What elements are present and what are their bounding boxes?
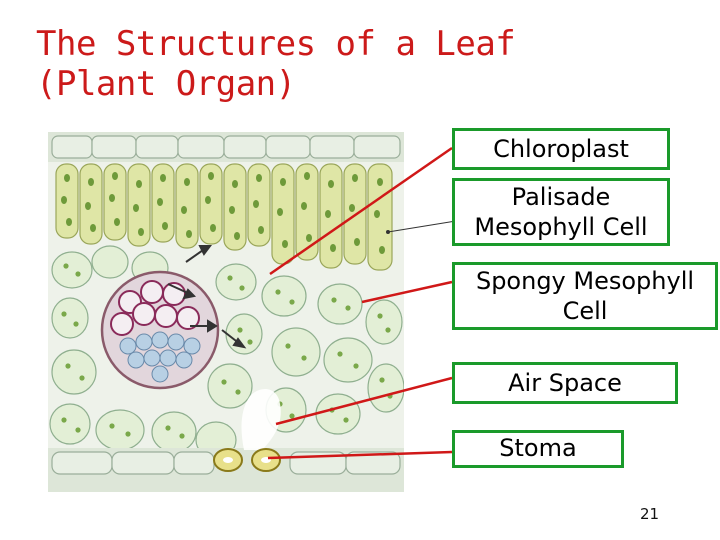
spongy-mesophyll-label: Spongy Mesophyll Cell — [452, 262, 718, 330]
chloroplast-label: Chloroplast — [452, 128, 670, 170]
slide-title: The Structures of a Leaf (Plant Organ) — [36, 24, 516, 104]
page-number: 21 — [640, 505, 660, 523]
spongy-label-line-2: Cell — [562, 297, 608, 325]
palisade-mesophyll-label: Palisade Mesophyll Cell — [452, 178, 670, 246]
slide-title-line-2: (Plant Organ) — [36, 64, 296, 104]
spongy-pointer-line — [361, 280, 453, 304]
palisade-label-line-1: Palisade — [511, 183, 611, 211]
chloroplast-label-text: Chloroplast — [493, 135, 629, 163]
stoma-label-text: Stoma — [499, 434, 577, 462]
slide-title-line-1: The Structures of a Leaf — [36, 24, 516, 64]
palisade-label-line-2: Mesophyll Cell — [474, 213, 648, 241]
stoma-label: Stoma — [452, 430, 624, 468]
chloroplast-pointer-line — [269, 146, 453, 276]
spongy-label-line-1: Spongy Mesophyll — [475, 267, 695, 295]
stoma-pointer-line — [267, 450, 453, 460]
air-space-pointer-line — [275, 376, 453, 426]
air-space-label-text: Air Space — [508, 369, 622, 397]
air-space-label: Air Space — [452, 362, 678, 404]
palisade-pointer-line — [387, 219, 463, 233]
